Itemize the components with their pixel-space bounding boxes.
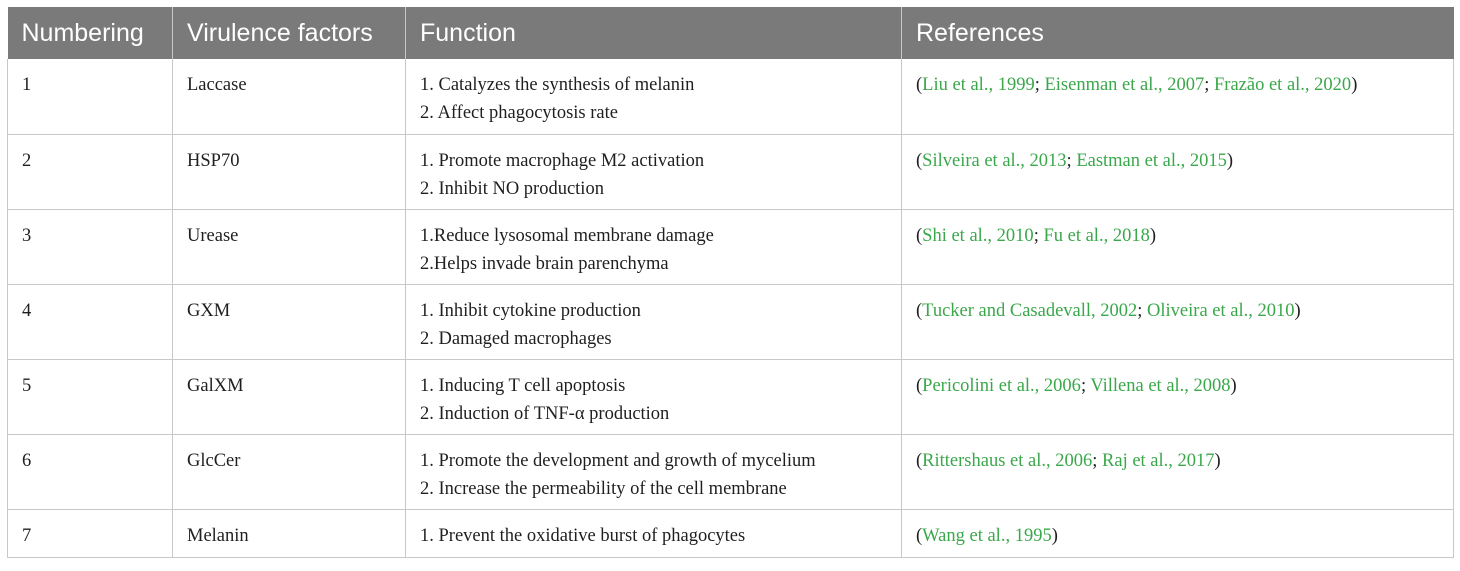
cell-virulence-factor: GlcCer [172, 434, 406, 510]
function-line: 1. Promote macrophage M2 activation [420, 150, 705, 171]
cell-references: (Liu et al., 1999; Eisenman et al., 2007… [901, 59, 1454, 135]
reference-link[interactable]: Wang et al., 1995 [922, 525, 1052, 546]
cell-function: 1. Inhibit cytokine production 2. Damaged… [405, 284, 902, 360]
reference-link[interactable]: Fu et al., 2018 [1043, 225, 1150, 246]
cell-references: (Silveira et al., 2013; Eastman et al., … [901, 134, 1454, 210]
cell-virulence-factor: GalXM [172, 359, 406, 435]
virulence-factors-table: Numbering Virulence factors Function Ref… [7, 7, 1454, 558]
cell-virulence-factor: GXM [172, 284, 406, 360]
cell-references: (Rittershaus et al., 2006; Raj et al., 2… [901, 434, 1454, 510]
function-line: 2. Inhibit NO production [420, 178, 604, 199]
function-line: 2.Helps invade brain parenchyma [420, 253, 669, 274]
cell-references: (Shi et al., 2010; Fu et al., 2018) [901, 209, 1454, 285]
function-line: 1. Promote the development and growth of… [420, 450, 816, 471]
cell-function: 1. Promote the development and growth of… [405, 434, 902, 510]
reference-link[interactable]: Villena et al., 2008 [1090, 375, 1231, 396]
function-line: 1. Catalyzes the synthesis of melanin [420, 75, 695, 95]
reference-link[interactable]: Rittershaus et al., 2006 [922, 450, 1093, 471]
header-function: Function [405, 7, 902, 59]
cell-numbering: 1 [7, 59, 173, 135]
reference-link[interactable]: Frazão et al., 2020 [1214, 75, 1352, 95]
header-numbering: Numbering [7, 7, 173, 59]
header-row: Numbering Virulence factors Function Ref… [7, 7, 1454, 59]
reference-link[interactable]: Eisenman et al., 2007 [1044, 75, 1205, 95]
function-line: 1. Inducing T cell apoptosis [420, 375, 626, 396]
function-line: 2. Affect phagocytosis rate [420, 103, 618, 123]
cell-virulence-factor: Melanin [172, 509, 406, 558]
header-references: References [901, 7, 1454, 59]
reference-link[interactable]: Silveira et al., 2013 [922, 150, 1067, 171]
function-line: 1.Reduce lysosomal membrane damage [420, 225, 714, 246]
function-line: 1. Prevent the oxidative burst of phagoc… [420, 525, 746, 546]
cell-numbering: 5 [7, 359, 173, 435]
cell-numbering: 6 [7, 434, 173, 510]
function-line: 2. Damaged macrophages [420, 328, 612, 349]
cell-numbering: 2 [7, 134, 173, 210]
cell-numbering: 4 [7, 284, 173, 360]
cell-numbering: 3 [7, 209, 173, 285]
function-line: 2. Induction of TNF-α production [420, 403, 670, 424]
reference-link[interactable]: Eastman et al., 2015 [1076, 150, 1227, 171]
reference-link[interactable]: Oliveira et al., 2010 [1147, 300, 1295, 321]
reference-link[interactable]: Raj et al., 2017 [1102, 450, 1215, 471]
function-line: 2. Increase the permeability of the cell… [420, 478, 787, 499]
cell-virulence-factor: Laccase [172, 59, 406, 135]
cell-references: (Wang et al., 1995) [901, 509, 1454, 558]
cell-function: 1. Catalyzes the synthesis of melanin 2. … [405, 59, 902, 135]
cell-references: (Pericolini et al., 2006; Villena et al.… [901, 359, 1454, 435]
cell-function: 1. Promote macrophage M2 activation 2. In… [405, 134, 902, 210]
cell-references: (Tucker and Casadevall, 2002; Oliveira e… [901, 284, 1454, 360]
reference-link[interactable]: Tucker and Casadevall, 2002 [922, 300, 1138, 321]
cell-virulence-factor: HSP70 [172, 134, 406, 210]
cell-function: 1. Prevent the oxidative burst of phagoc… [405, 509, 902, 558]
cell-function: 1. Inducing T cell apoptosis 2. Induction… [405, 359, 902, 435]
header-virulence-factors: Virulence factors [172, 7, 406, 59]
function-line: 1. Inhibit cytokine production [420, 300, 641, 321]
reference-link[interactable]: Pericolini et al., 2006 [922, 375, 1081, 396]
reference-link[interactable]: Shi et al., 2010 [922, 225, 1034, 246]
reference-link[interactable]: Liu et al., 1999 [922, 75, 1035, 95]
cell-virulence-factor: Urease [172, 209, 406, 285]
cell-function: 1.Reduce lysosomal membrane damage 2.Help… [405, 209, 902, 285]
cell-numbering: 7 [7, 509, 173, 558]
